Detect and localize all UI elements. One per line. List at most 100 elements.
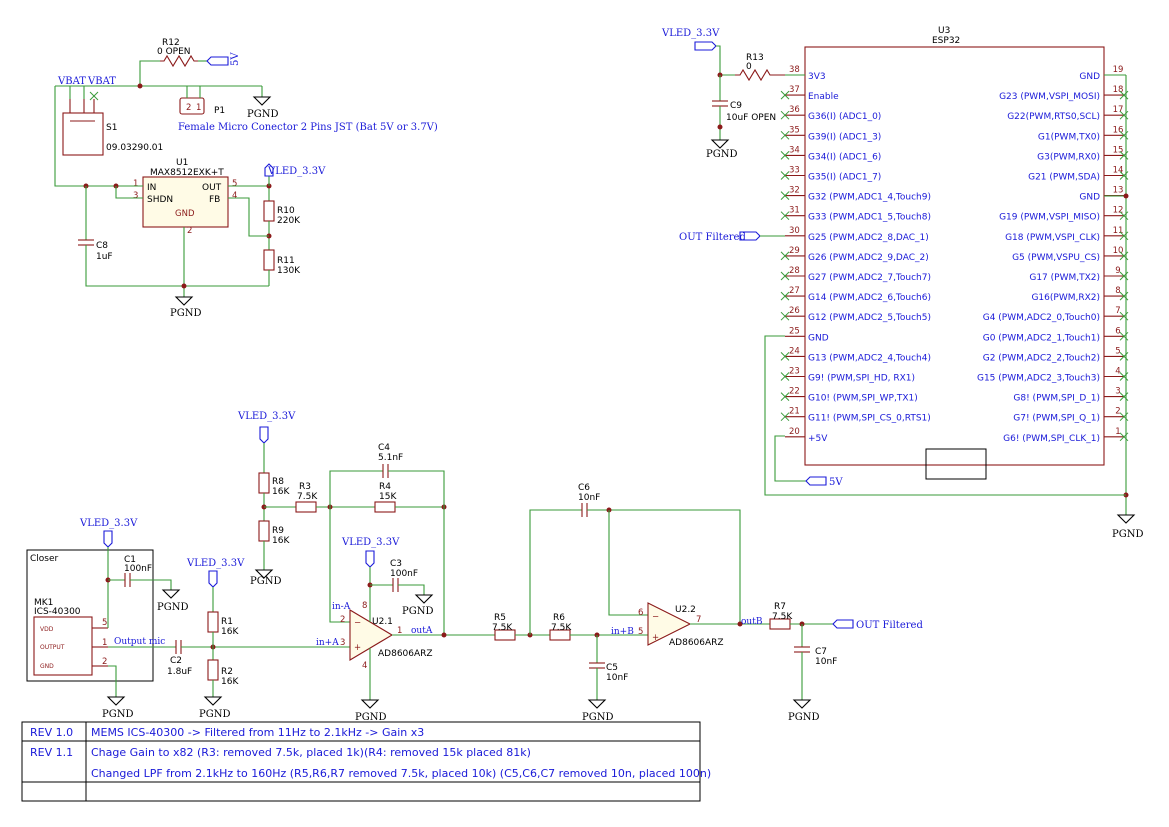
p1-pin-1: 1 [196,103,201,113]
r12-resistor [160,54,198,68]
no-connect-mark [780,412,790,422]
pgnd-label-c5: PGND [582,712,613,723]
r11-value: 130K [277,266,301,276]
esp32-pin-number: 13 [1113,186,1124,196]
esp32-pin-name: G11! (PWM,SPI_CS_0,RTS1) [808,414,931,424]
vled-label-r1: VLED_3.3V [186,558,245,569]
wire-u22-inverting [608,510,648,616]
esp32-pin-number: 35 [789,125,800,135]
in-pb-label: in+B [611,627,634,637]
c4-ref: C4 [378,443,390,453]
r1-resistor [207,611,219,633]
no-connect-mark [780,110,790,120]
u21-ref: U2.1 [372,617,393,627]
s1-value: 09.03290.01 [106,143,163,153]
u21-plus: + [354,643,361,653]
vled-label-u21: VLED_3.3V [341,537,400,548]
filter-stage-b: R5 7.5K C6 10nF R6 7.5K in+B C5 10nF PGN… [492,483,923,723]
revision-table: REV 1.0 MEMS ICS-40300 -> Filtered from … [21,721,711,802]
no-connect-mark [1119,412,1129,422]
pgnd-symbol-r2 [203,696,223,706]
s1-nc-mark-2 [89,91,99,101]
u1-pin-gnd: GND [175,209,195,219]
wire-c4-left [329,470,383,507]
r10-value: 220K [277,216,301,226]
no-connect-mark [780,90,790,100]
pgnd-symbol-c7 [792,699,812,709]
esp32-pin-name: G14 (PWM,ADC2_6,Touch6) [808,293,931,303]
u21-pin4-num: 4 [362,661,367,671]
wire-fb [228,197,269,237]
p1-value: Female Micro Conector 2 Pins JST (Bat 5V… [178,122,438,133]
wire-vbat-u1-in [54,86,143,187]
rev-1-1-note-1: Chage Gain to x82 (R3: removed 7.5k, pla… [91,746,531,759]
pgnd-symbol-esp [1116,514,1136,524]
esp32-pin-name: G1(PWM,TX0) [1038,132,1100,142]
pgnd-symbol-p1 [252,96,272,106]
pgnd-symbol-c3 [414,594,434,604]
esp32-antenna [925,448,987,480]
esp32-pin-number: 20 [789,427,800,437]
pgnd-label-r2: PGND [199,709,230,720]
r3-resistor [295,501,317,513]
wire-shdn [115,186,143,199]
r1-value: 16K [221,627,239,637]
mk1-ref: MK1 [34,598,53,608]
rev-table-frame [21,721,701,802]
no-connect-mark [1119,352,1129,361]
r3-ref: R3 [299,482,311,492]
u1-pin-out: OUT [202,183,222,193]
c7-value: 10nF [815,657,837,667]
junction-vbat [137,83,143,89]
no-connect-mark [1119,251,1129,261]
no-connect-mark [1119,130,1129,140]
esp32-pin-name: 3V3 [808,72,826,82]
u1-pin4-num: 4 [232,191,237,201]
rev-1-1: REV 1.1 [30,746,73,759]
esp32-pin-name: G10! (PWM,SPI_WP,TX1) [808,394,918,404]
esp32-pin-name: G2 (PWM,ADC2_2,Touch2) [983,353,1100,363]
junction-c9 [717,124,723,130]
wire-mic-gnd [108,665,117,697]
esp32-pin-name: GND [808,333,829,343]
r13-resistor [735,68,785,82]
r3-value: 7.5K [297,492,318,502]
u21-minus: − [354,618,361,628]
pgnd-label-c3: PGND [402,606,433,617]
r1-ref: R1 [221,617,233,627]
mk1-pin2-num: 2 [102,657,107,667]
r12-value: 0 OPEN [157,47,191,57]
no-connect-mark [1119,271,1129,281]
esp32-pin-number: 34 [789,145,800,155]
esp32-pin-name: G12 (PWM,ADC2_5,Touch5) [808,313,931,323]
vled-label-esp: VLED_3.3V [661,28,720,39]
r12-ref: R12 [162,38,180,48]
wire-r12-left [139,60,160,86]
esp32-pin-name: G22(PWM,RTS0,SCL) [1007,112,1100,122]
rev-1-0-note: MEMS ICS-40300 -> Filtered from 11Hz to … [91,726,424,739]
pgnd-symbol-c9 [710,139,730,149]
esp32-pin-name: G18 (PWM,VSPI_CLK) [1005,233,1100,243]
no-connect-mark [780,211,790,221]
u1-ref: U1 [176,158,188,168]
esp32-pin-number: 38 [789,65,800,75]
esp32-pin-number: 32 [789,186,800,196]
wire-c8-gnd [85,245,269,287]
esp32-pin-name: G27 (PWM,ADC2_7,Touch7) [808,273,931,283]
esp32-pin-number: 15 [1113,145,1124,155]
c1-value: 100nF [124,564,152,574]
wire-c4-right [388,470,445,634]
wire-c6-right [587,509,741,622]
esp32-pin-number: 4 [1115,367,1120,377]
no-connect-mark [780,352,790,361]
r10-resistor [263,200,275,222]
mk1-value: ICS-40300 [34,607,81,617]
esp32-pin-name: G0 (PWM,ADC2_1,Touch1) [983,333,1100,343]
c5-ref: C5 [606,663,618,673]
c6-ref: C6 [578,483,590,493]
pgnd-label-r9: PGND [250,576,281,587]
u1-pin1-num: 1 [133,179,138,189]
pgnd-label-c9: PGND [706,149,737,160]
wire-c6-left [529,509,582,635]
u1-pin-shdn: SHDN [147,195,173,205]
